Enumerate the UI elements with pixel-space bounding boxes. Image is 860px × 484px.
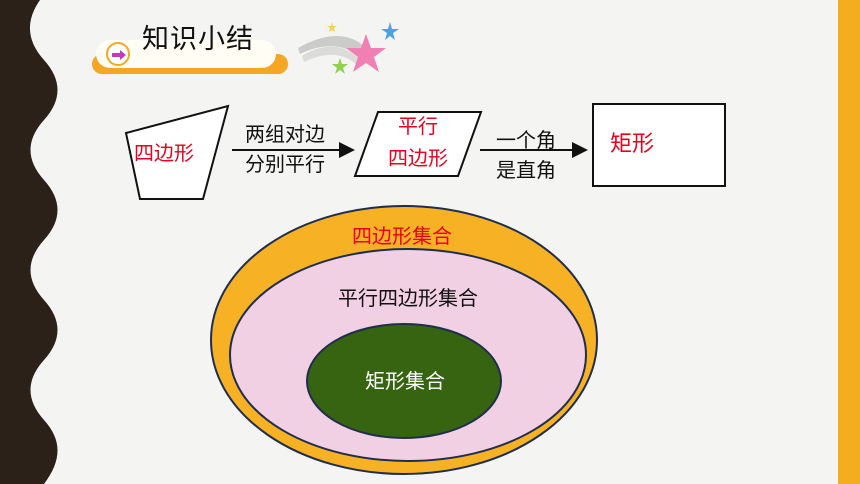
quadrilateral-shape — [124, 104, 230, 200]
left-wave-border — [0, 0, 58, 484]
parallel-condition-line1: 两组对边 — [245, 122, 325, 146]
rectangle-label: 矩形 — [610, 132, 655, 157]
right-accent-band — [838, 0, 860, 484]
right-angle-condition-line2: 是直角 — [496, 158, 556, 182]
rectangle-shape — [592, 103, 726, 187]
shooting-stars-icon — [298, 22, 399, 74]
parallelogram-shape — [353, 111, 483, 177]
quadrilateral-set-label: 四边形集合 — [352, 224, 452, 248]
rectangle-set-label: 矩形集合 — [365, 369, 445, 393]
rectangle-set-ellipse — [306, 323, 502, 439]
arrow-right-icon — [106, 42, 130, 66]
parallelogram-label-line1: 平行 — [398, 114, 438, 138]
parallelogram-set-label: 平行四边形集合 — [338, 286, 478, 310]
parallel-condition-line2: 分别平行 — [245, 152, 325, 176]
right-angle-condition-line1: 一个角 — [496, 128, 556, 152]
page-title: 知识小结 — [142, 24, 254, 55]
parallelogram-label-line2: 四边形 — [388, 146, 448, 170]
quadrilateral-label: 四边形 — [134, 141, 194, 165]
